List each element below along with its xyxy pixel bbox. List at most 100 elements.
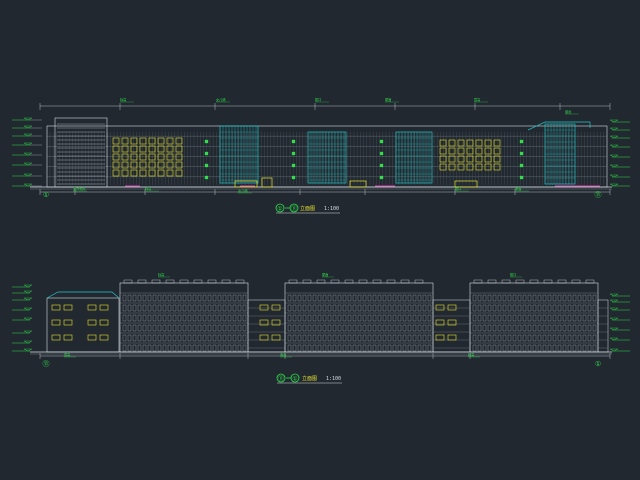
lower-window [587,294,592,302]
lower-window [177,314,182,322]
lower-window [227,344,232,352]
lower-window [592,334,597,342]
lower-parapet [302,279,312,284]
upper-level-triangle [23,183,33,187]
lower-window [357,304,362,312]
lower-window [127,294,132,302]
lower-window [427,334,432,342]
lower-window [472,334,477,342]
upper-yellow-window [148,137,156,145]
lower-window [557,294,562,302]
lower-window [522,314,527,322]
upper-yellow-window [493,155,501,163]
lower-window [522,344,527,352]
lower-window [172,314,177,322]
lower-window [362,304,367,312]
lower-window [362,324,367,332]
lower-level-triangle [23,317,33,321]
lower-window [302,334,307,342]
lower-yellow-window [271,319,281,326]
lower-window [397,344,402,352]
lower-window [207,324,212,332]
upper-yellow-window [112,137,120,145]
lower-window [152,294,157,302]
lower-window [317,314,322,322]
lower-window [532,324,537,332]
upper-axis-right: ⑪ [595,191,602,199]
lower-window [477,324,482,332]
lower-annotation-tag: 标高 [158,272,164,277]
lower-window [527,324,532,332]
lower-window [557,344,562,352]
lower-window [337,314,342,322]
lower-window [512,304,517,312]
upper-green-marker [291,175,296,180]
lower-window [537,324,542,332]
lower-window [177,334,182,342]
lower-window [162,334,167,342]
lower-window [392,324,397,332]
lower-window [182,314,187,322]
lower-window [192,314,197,322]
lower-window [472,294,477,302]
lower-window [292,294,297,302]
lower-parapet [137,279,147,284]
lower-window [172,344,177,352]
lower-window [547,344,552,352]
lower-window [167,314,172,322]
upper-yellow-window [439,163,447,171]
lower-window [487,294,492,302]
lower-window [217,324,222,332]
lower-window [372,344,377,352]
lower-window [232,294,237,302]
lower-level-triangle [609,317,619,321]
upper-axis-left: ① [43,191,49,199]
lower-window [347,314,352,322]
lower-window [557,334,562,342]
lower-window [377,334,382,342]
lower-window [532,344,537,352]
lower-window [392,304,397,312]
lower-window [382,344,387,352]
lower-window [157,344,162,352]
upper-entrance [234,180,258,188]
lower-window [352,294,357,302]
lower-parapet [288,279,298,284]
lower-window [237,334,242,342]
lower-window [237,344,242,352]
upper-yellow-window [112,169,120,177]
lower-window [202,294,207,302]
lower-window [587,344,592,352]
lower-window [297,324,302,332]
upper-yellow-window [466,155,474,163]
lower-window [382,314,387,322]
lower-window [382,324,387,332]
lower-window [297,344,302,352]
lower-window [532,334,537,342]
lower-annotation-tag: 层高 [64,352,70,357]
lower-window [337,344,342,352]
lower-title-axis-a: ⑪ [278,375,284,383]
lower-window [227,334,232,342]
lower-yellow-window [259,319,269,326]
lower-axis-right: ① [595,360,601,368]
lower-window [387,344,392,352]
lower-window [152,304,157,312]
lower-window [557,304,562,312]
upper-yellow-window [439,139,447,147]
lower-window [127,304,132,312]
lower-window [407,304,412,312]
lower-window [502,334,507,342]
lower-window [232,344,237,352]
lower-window [172,334,177,342]
lower-window [187,304,192,312]
lower-window [167,334,172,342]
lower-window [317,294,322,302]
lower-window [362,294,367,302]
lower-window [577,334,582,342]
lower-window [142,334,147,342]
lower-window [522,334,527,342]
upper-title-circle-a [275,203,285,213]
lower-window [337,304,342,312]
upper-yellow-window [157,137,165,145]
